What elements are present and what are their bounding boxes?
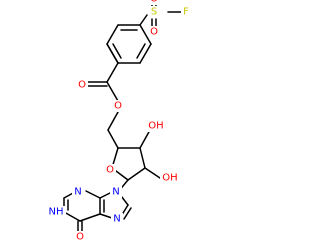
benzene-bond-5 — [139, 43, 152, 64]
bond-o-ch2 — [107, 111, 119, 131]
ribose-c1-c2 — [127, 167, 146, 181]
atom-label-nh1: NH — [49, 207, 64, 218]
atom-label-o-ribose: O — [106, 165, 114, 176]
atom-label-o6: O — [76, 232, 84, 243]
molecule-svg: S F O O O O O OH OH N N N NH — [46, 0, 191, 243]
purine-n1-c6 — [63, 211, 81, 222]
atom-label-s: S — [151, 7, 157, 18]
atom-labels: S F O O O O O OH OH N N N NH — [46, 0, 191, 243]
purine-c6-c5 — [79, 213, 101, 222]
atom-label-o-sulfonyl-top: O — [150, 0, 158, 5]
bond-s-aryl — [139, 14, 148, 26]
bond-c3-oh — [139, 129, 151, 149]
bond-ring-carbonylC — [106, 62, 119, 83]
benzene-inner-2 — [112, 43, 122, 59]
atom-label-o-carbonyl: O — [78, 80, 86, 91]
purine-n7-c5 — [99, 213, 113, 219]
purine-c4-n3 — [85, 190, 101, 199]
atom-label-n3: N — [74, 187, 81, 198]
benzene-bond-2 — [106, 24, 119, 45]
benzene-inner-3 — [136, 43, 146, 59]
atom-label-n7: N — [113, 214, 120, 225]
benzene-bond-6 — [139, 24, 152, 45]
atom-label-o-sulfonyl-bottom: O — [150, 27, 158, 38]
purine-c8-n7-double — [123, 207, 132, 220]
bond-ch2-c4 — [107, 129, 119, 149]
bond-c2-oh — [144, 167, 161, 179]
atom-label-o-ester: O — [114, 101, 122, 112]
atom-label-f: F — [183, 7, 189, 18]
bond-c-o-ester — [106, 81, 119, 102]
atom-label-n9: N — [112, 187, 119, 198]
ribose-c2-c3 — [139, 147, 146, 169]
bond-aryl-carbonyl — [106, 43, 119, 64]
molecule-structure-diagram: S F O O O O O OH OH N N N NH — [46, 0, 191, 243]
atom-label-oh-2: OH — [162, 173, 177, 184]
atom-label-oh-3: OH — [148, 121, 163, 132]
